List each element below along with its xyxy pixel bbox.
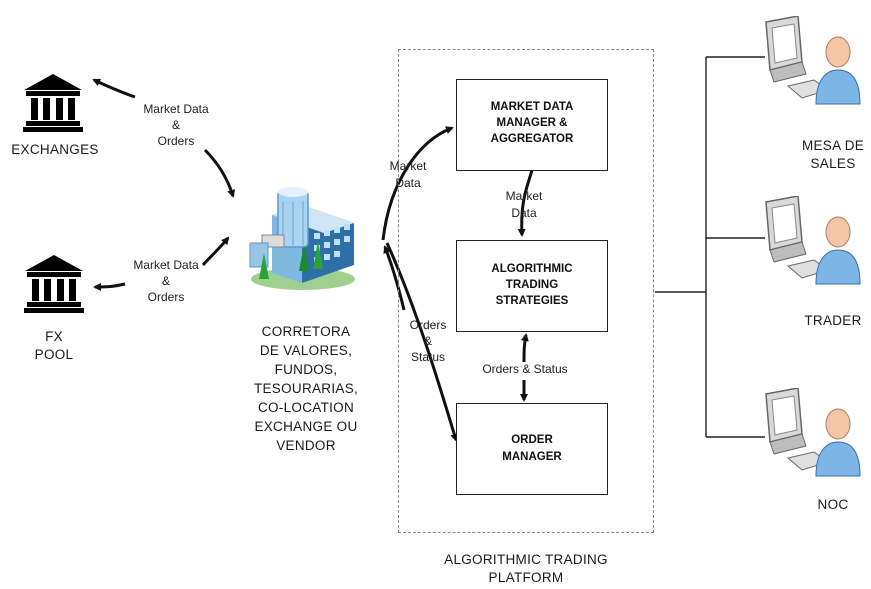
arrow-fx-market-data bbox=[93, 282, 126, 291]
exchanges-label: EXCHANGES bbox=[11, 142, 99, 157]
trader-label: TRADER bbox=[804, 313, 862, 328]
box-label-line: MANAGER bbox=[502, 451, 562, 463]
edge-label-line: Data bbox=[395, 176, 421, 190]
edge-label-line: Orders bbox=[409, 318, 447, 332]
algorithmic-trading-strategies-box bbox=[456, 240, 608, 332]
edge-label-line: Market bbox=[505, 189, 543, 203]
edge-label-line: Orders bbox=[147, 290, 185, 304]
edge-label-line: & bbox=[423, 334, 432, 348]
algorithmic-trading-platform-boundary bbox=[398, 49, 654, 533]
broker-label-line: CO-LOCATION bbox=[257, 400, 355, 415]
box-label-line: STRATEGIES bbox=[495, 295, 569, 307]
arrow-broker-to-mdm bbox=[381, 126, 454, 241]
broker-label-line: DE VALORES, bbox=[259, 343, 353, 358]
broker-label-line: FUNDOS, bbox=[274, 362, 338, 377]
edge-label-line: Market Data bbox=[143, 102, 209, 116]
arrow-om-to-ats bbox=[520, 333, 529, 363]
workstation-user-icon bbox=[765, 16, 861, 105]
bank-icon bbox=[24, 255, 84, 313]
broker-label-line: TESOURARIAS, bbox=[253, 381, 359, 396]
edge-label-line: Market bbox=[389, 159, 427, 173]
box-label-line: ORDER bbox=[511, 434, 553, 446]
edge-label-line: Market Data bbox=[133, 258, 199, 272]
workstation-user-icon bbox=[765, 388, 861, 477]
edge-label-line: Status bbox=[410, 350, 446, 364]
edge-label-line: Orders bbox=[157, 134, 195, 148]
box-label-line: MARKET DATA bbox=[490, 101, 574, 113]
mesa-de-sales-label-line2: SALES bbox=[810, 156, 856, 171]
broker-label-line: CORRETORA bbox=[261, 324, 351, 339]
arrow-orders-to-broker bbox=[203, 148, 236, 198]
platform-caption-line2: PLATFORM bbox=[488, 570, 564, 585]
noc-label: NOC bbox=[817, 497, 849, 512]
workstation-user-icon bbox=[765, 196, 861, 285]
edge-label-line: & bbox=[171, 118, 180, 132]
box-label-line: AGGREGATOR bbox=[490, 133, 574, 145]
edge-label-line: & bbox=[161, 274, 170, 288]
office-building-icon bbox=[249, 187, 355, 290]
arrow-exchanges-market-data bbox=[92, 78, 136, 99]
box-label-line: ALGORITHMIC bbox=[491, 263, 573, 275]
broker-label-line: VENDOR bbox=[276, 438, 336, 453]
arrow-fx-orders-to-broker bbox=[201, 236, 230, 267]
arrow-mdm-to-ats bbox=[517, 169, 534, 237]
edge-label-line: Data bbox=[511, 206, 537, 220]
fx-pool-label-line2: POOL bbox=[34, 347, 74, 362]
bank-icon bbox=[23, 74, 83, 132]
arrow-om-status-to-broker bbox=[383, 245, 406, 311]
order-manager-box bbox=[456, 403, 608, 495]
edge-label-orders-status: Orders & Status bbox=[482, 362, 568, 376]
broker-label-line: EXCHANGE OU bbox=[254, 419, 358, 434]
box-label-line: TRADING bbox=[505, 279, 559, 291]
mesa-de-sales-label-line1: MESA DE bbox=[801, 138, 865, 153]
arrow-broker-to-om bbox=[385, 242, 459, 442]
platform-caption-line1: ALGORITHMIC TRADING bbox=[444, 552, 608, 567]
box-label-line: MANAGER & bbox=[496, 117, 568, 129]
market-data-manager-box bbox=[456, 79, 608, 171]
fx-pool-label-line1: FX bbox=[45, 329, 63, 344]
